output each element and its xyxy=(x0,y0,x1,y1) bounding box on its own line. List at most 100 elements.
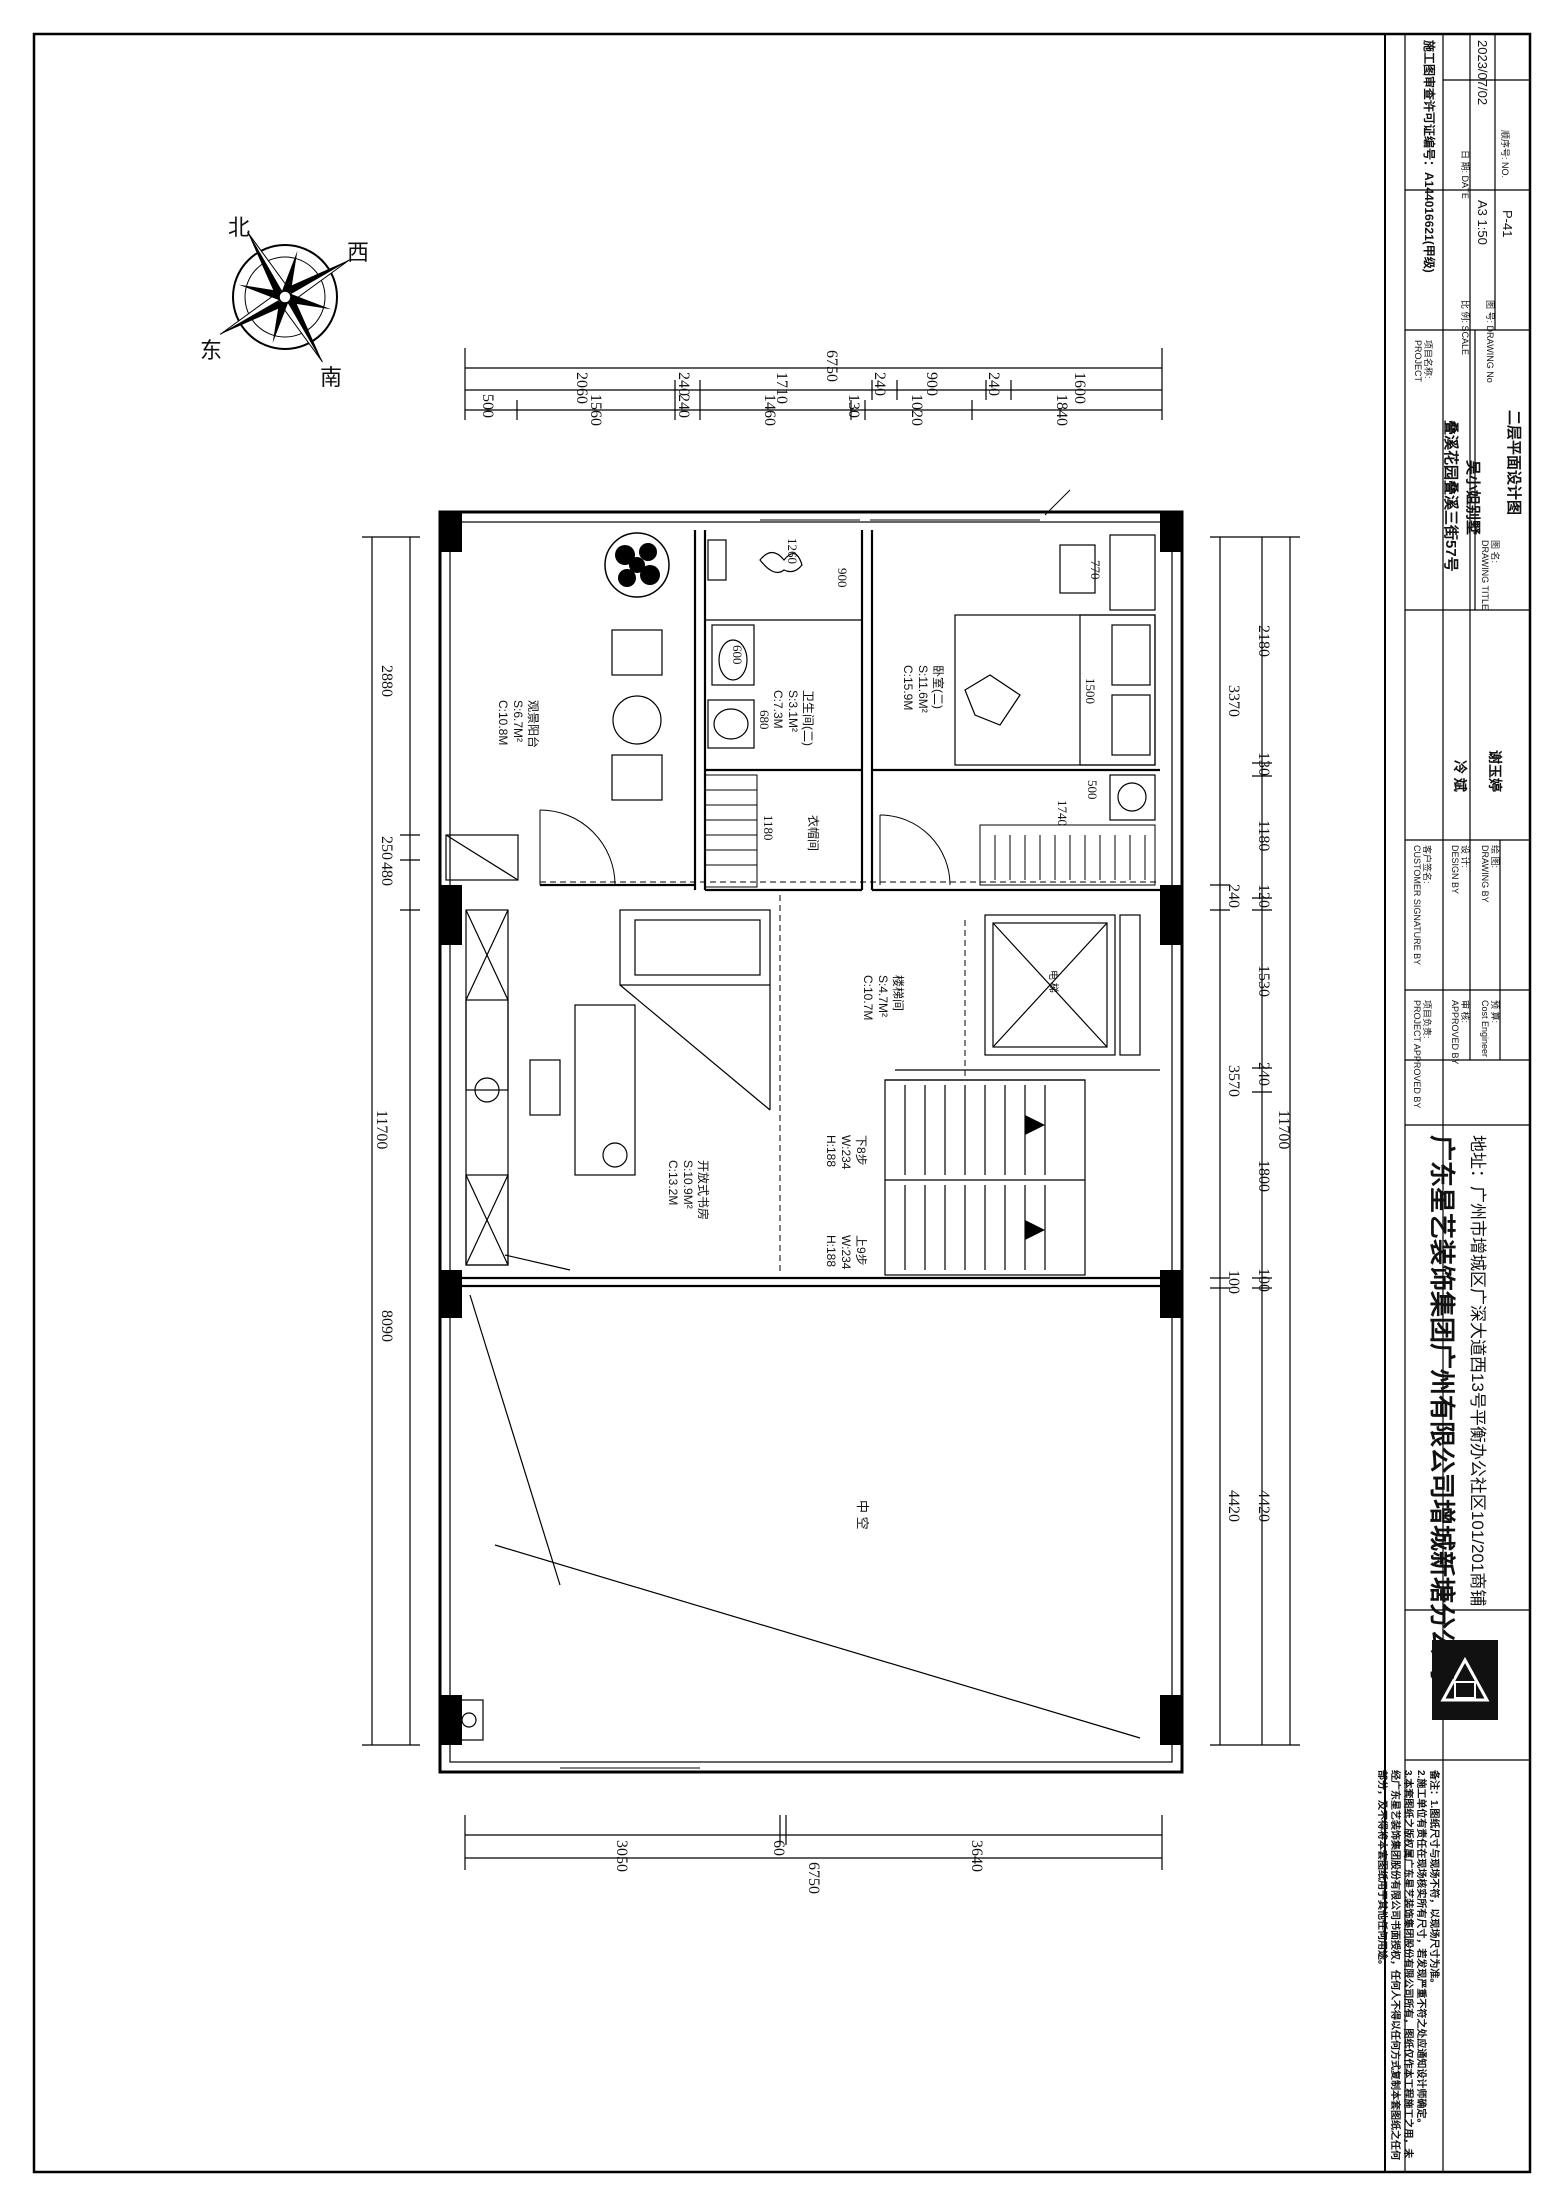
dim-bath-900: 900 xyxy=(835,568,850,588)
dim-right-120: 120 xyxy=(1255,884,1272,908)
bedroom-furniture xyxy=(954,534,1156,821)
tb-seq-label-en: NO. xyxy=(1500,162,1510,179)
tb-project-sub: 吴小姐别墅 xyxy=(1464,460,1481,536)
tb-date-label: 日 期: DATE xyxy=(1460,150,1470,199)
dim-top-240c: 240 xyxy=(985,372,1002,396)
room-balcony: 观景阳台 S:6.7M² C:10.8M xyxy=(495,700,540,748)
tb-customer-label-cn: 客户签名: xyxy=(1422,845,1432,884)
bathroom-fixtures xyxy=(705,539,862,749)
titleblock-grid xyxy=(1404,34,1530,2172)
dim-bed-770: 770 xyxy=(1088,560,1103,580)
tb-date-value: 2023/07/02 xyxy=(1475,40,1490,106)
tb-notes: 备注：1.图纸尺寸与现场不符，以现场尺寸为准。 2.施工单位有责任在现场核实所有… xyxy=(1375,1770,1440,2165)
stairs-down-h: H:188 xyxy=(824,1135,838,1168)
compass-north: 北 xyxy=(228,215,251,240)
door-swings xyxy=(539,489,1071,886)
dim-left-250: 250 xyxy=(378,836,395,860)
room-atrium: 中 空 xyxy=(855,1500,870,1530)
tb-date-label-en: DATE xyxy=(1460,175,1470,199)
room-balcony-area: S:6.7M² xyxy=(511,700,525,743)
tb-designer-value: 冷 斌 xyxy=(1452,760,1468,792)
tb-manager-label-cn: 项目负责: xyxy=(1422,1000,1432,1039)
dim-top-1020: 1020 xyxy=(908,394,925,426)
tb-designer-label-cn: 设 计: xyxy=(1460,845,1470,869)
tb-reviewer-label: 审 核:APPROVED BY xyxy=(1450,1000,1470,1065)
tb-manager-label-en: PROJECT APPROVED BY xyxy=(1412,1000,1422,1109)
tb-cert: 施工图审查许可证编号：A144016621(甲级) xyxy=(1421,40,1438,273)
room-bathroom-perimeter: C:7.3M xyxy=(771,690,785,729)
tb-designer-label: 设 计:DESIGN BY xyxy=(1450,845,1470,894)
stair-arrow-down xyxy=(1025,1115,1045,1135)
dim-top-1560: 1560 xyxy=(587,394,604,426)
dim-right-4420a: 4420 xyxy=(1225,1490,1242,1522)
dim-bottom-total: 6750 xyxy=(805,1862,822,1894)
dim-top-total: 6750 xyxy=(823,350,840,382)
structural-columns xyxy=(440,512,1182,1745)
right-dimension-lines xyxy=(1210,536,1300,1746)
tb-note-2: 2.施工单位有责任在现场核实所有尺寸，若发现严重不符之处应通知设计师确定。 xyxy=(1415,1770,1426,2129)
dim-bed-1500: 1500 xyxy=(1083,678,1098,704)
tb-scale-label-en: SCALE xyxy=(1460,325,1470,356)
compass-south: 南 xyxy=(320,365,343,390)
dim-top-900: 900 xyxy=(923,372,940,396)
dim-left-total: 11700 xyxy=(373,1110,390,1150)
compass-rose xyxy=(219,231,351,363)
stairs-up-w: W:234 xyxy=(839,1235,853,1270)
tb-scale-label: 比 例: SCALE xyxy=(1460,300,1470,355)
dim-right-total: 11700 xyxy=(1275,1110,1292,1150)
cloakroom-shelves xyxy=(704,774,1156,888)
tb-title-label-cn: 图 名: xyxy=(1490,540,1500,564)
outer-border xyxy=(32,32,1532,2174)
dim-right-130: 130 xyxy=(1255,752,1272,776)
dim-top-500: 500 xyxy=(479,394,496,418)
tb-reviewer-label-cn: 审 核: xyxy=(1460,1000,1470,1024)
dim-left-480: 480 xyxy=(378,862,395,886)
dim-top-240d: 240 xyxy=(675,394,692,418)
stairs-up-label: 上9步 xyxy=(854,1235,868,1266)
tb-drafter-value: 谢玉婷 xyxy=(1487,750,1503,792)
bottom-dimension-lines xyxy=(464,1815,1163,1870)
room-bedroom-perimeter: C:15.9M xyxy=(901,665,915,711)
tb-project-label-cn: 项目名称: xyxy=(1423,340,1433,379)
room-cloakroom: 衣帽间 xyxy=(805,815,820,851)
dim-right-1800: 1800 xyxy=(1255,1160,1272,1192)
dim-top-1600: 1600 xyxy=(1071,372,1088,404)
room-balcony-perimeter: C:10.8M xyxy=(496,700,510,746)
plant-icon xyxy=(604,532,670,598)
tb-note-3: 3.本套图纸之版权属广东星艺装饰集团股份有限公司所有，图纸仅作本工程施工之用，未… xyxy=(1376,1770,1413,2160)
dim-top-1840: 1840 xyxy=(1053,394,1070,426)
tb-note-1: 备注：1.图纸尺寸与现场不符，以现场尺寸为准。 xyxy=(1428,1770,1439,1989)
tb-project-label: 项目名称:PROJECT xyxy=(1413,340,1433,382)
top-dimension-lines xyxy=(464,348,1163,420)
tb-date-label-cn: 日 期: xyxy=(1460,150,1470,174)
tb-scale-label-cn: 比 例: xyxy=(1460,300,1470,324)
room-bedroom-area: S:11.6M² xyxy=(916,665,930,713)
tb-designer-label-en: DESIGN BY xyxy=(1450,845,1460,895)
compass-west: 西 xyxy=(347,240,370,265)
interior-walls xyxy=(462,530,1160,1288)
tb-reviewer-label-en: APPROVED BY xyxy=(1450,1000,1460,1065)
room-bedroom: 卧室(二) S:11.6M² C:15.9M xyxy=(900,665,945,713)
room-study-area: S:10.9M² xyxy=(681,1160,695,1209)
tb-company-name: 广东星艺装饰集团广州有限公司增城新塘分公司 xyxy=(1427,1135,1457,1682)
windows xyxy=(560,519,1040,1769)
dim-bottom-3640: 3640 xyxy=(968,1840,985,1872)
tb-drafter-label-cn: 绘 图: xyxy=(1490,845,1500,869)
tb-project-value: 叠溪花园叠溪三街57号 xyxy=(1442,420,1459,572)
tb-seq-label: 顺序号: NO. xyxy=(1500,130,1510,178)
dim-right-1530: 1530 xyxy=(1255,965,1272,997)
dim-right-240: 240 xyxy=(1225,884,1242,908)
dim-right-100b: 100 xyxy=(1255,1268,1272,1292)
room-cloakroom-name: 衣帽间 xyxy=(806,815,820,852)
room-bathroom-area: S:3.1M² xyxy=(786,690,800,733)
room-stairhall: 楼梯间 S:4.7M² C:10.7M xyxy=(860,975,905,1020)
dim-top-1460: 1460 xyxy=(761,394,778,426)
stairs-up-h: H:188 xyxy=(824,1235,838,1268)
tb-budget-label: 预 算:Cost Engineer xyxy=(1480,1000,1500,1057)
dim-closet-1180: 1180 xyxy=(761,815,776,841)
dim-top-240b: 240 xyxy=(871,372,888,396)
dim-bath-1260: 1260 xyxy=(785,538,800,564)
tb-seq-label-cn: 顺序号: xyxy=(1500,130,1510,160)
elevator xyxy=(984,914,1141,1056)
room-study-name: 开放式书房 xyxy=(696,1160,710,1221)
